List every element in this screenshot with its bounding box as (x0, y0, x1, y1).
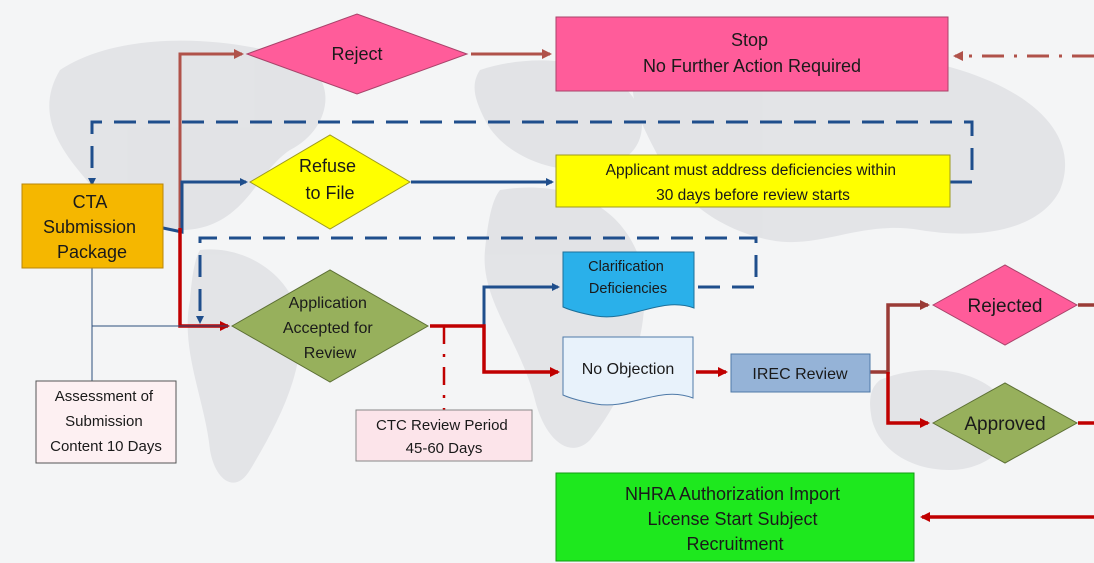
svg-text:Clarification Deficienci: Clarification Deficiencies (588, 259, 668, 297)
reject-label: Reject (331, 44, 382, 64)
node-ctc-review-period: CTC Review Period 45-60 Days (355, 409, 533, 462)
ctc-line-2: 45-60 Days (406, 440, 483, 457)
rejected-label: Rejected (968, 296, 1043, 317)
node-rejected[interactable]: Rejected (931, 264, 1079, 346)
connector-to-reject (178, 49, 552, 228)
ctc-line-1: CTC Review Period (376, 417, 508, 434)
submission-line-1: CTA (73, 192, 108, 212)
no-objection-label: No Objection (582, 361, 675, 378)
connector-assessment (91, 268, 228, 381)
connector-to-no-objection (430, 324, 728, 377)
assessment-line-1: Assessment of (55, 388, 154, 405)
deficiencies-line-2: 30 days before review starts (656, 187, 850, 204)
node-address-deficiencies[interactable]: Applicant must address deficiencies with… (555, 154, 951, 208)
svg-text:Application Accepted for: Application Accepted for Review (283, 295, 377, 362)
svg-text:Applicant must address deficie: Applicant must address deficiencies with… (606, 162, 901, 204)
node-nhra-authorization[interactable]: NHRA Authorization Import License Start … (555, 472, 915, 562)
svg-text:Refuse to File: Refuse to File (299, 156, 361, 203)
node-stop[interactable]: Stop No Further Action Required (555, 16, 949, 92)
connector-to-refuse (162, 178, 554, 234)
submission-line-3: Package (57, 242, 127, 262)
node-reject[interactable]: Reject (245, 13, 469, 95)
node-clarification-deficiencies[interactable]: Clarification Deficiencies (562, 251, 695, 318)
accepted-line-3: Review (304, 345, 357, 362)
assessment-line-3: Content 10 Days (50, 438, 162, 455)
deficiencies-line-1: Applicant must address deficiencies with… (606, 162, 896, 179)
irec-label: IREC Review (752, 366, 848, 383)
nhra-line-1: NHRA Authorization Import (625, 484, 840, 504)
nhra-line-2: License Start Subject (647, 509, 817, 529)
connector-dashed-clarification-loop (196, 236, 758, 324)
connector-dashed-resubmit-loop (88, 120, 974, 186)
node-cta-submission[interactable]: CTA Submission Package (21, 183, 164, 269)
clarification-line-1: Clarification (588, 259, 664, 275)
stop-line-2: No Further Action Required (643, 56, 861, 76)
svg-text:Assessment of Submission: Assessment of Submission Content 10 Days (50, 388, 162, 455)
stop-line-1: Stop (731, 30, 768, 50)
assessment-line-2: Submission (65, 413, 143, 430)
node-irec-review[interactable]: IREC Review (730, 353, 871, 393)
svg-text:Stop No Further Action R: Stop No Further Action Required (643, 30, 861, 76)
submission-line-2: Submission (43, 217, 136, 237)
world-map-background (49, 35, 1066, 483)
accepted-line-2: Accepted for (283, 320, 374, 337)
node-assessment-note: Assessment of Submission Content 10 Days (35, 380, 177, 464)
clarification-line-2: Deficiencies (589, 281, 667, 297)
connector-irec-outcomes (870, 300, 1094, 428)
connector-to-clarification (482, 283, 560, 326)
nhra-line-3: Recruitment (686, 534, 783, 554)
svg-text:CTA Submission Pac: CTA Submission Package (43, 192, 141, 262)
node-approved[interactable]: Approved (931, 382, 1079, 464)
node-no-objection[interactable]: No Objection (562, 336, 694, 406)
node-application-accepted[interactable]: Application Accepted for Review (230, 269, 430, 383)
svg-text:CTC Review Period 45-60: CTC Review Period 45-60 Days (376, 417, 512, 457)
svg-text:NHRA Authorization Import: NHRA Authorization Import License Start … (625, 484, 845, 554)
refuse-line-1: Refuse (299, 156, 356, 176)
node-refuse-to-file[interactable]: Refuse to File (249, 134, 411, 230)
refuse-line-2: to File (305, 183, 354, 203)
accepted-line-1: Application (289, 295, 367, 312)
approved-label: Approved (964, 414, 1045, 435)
